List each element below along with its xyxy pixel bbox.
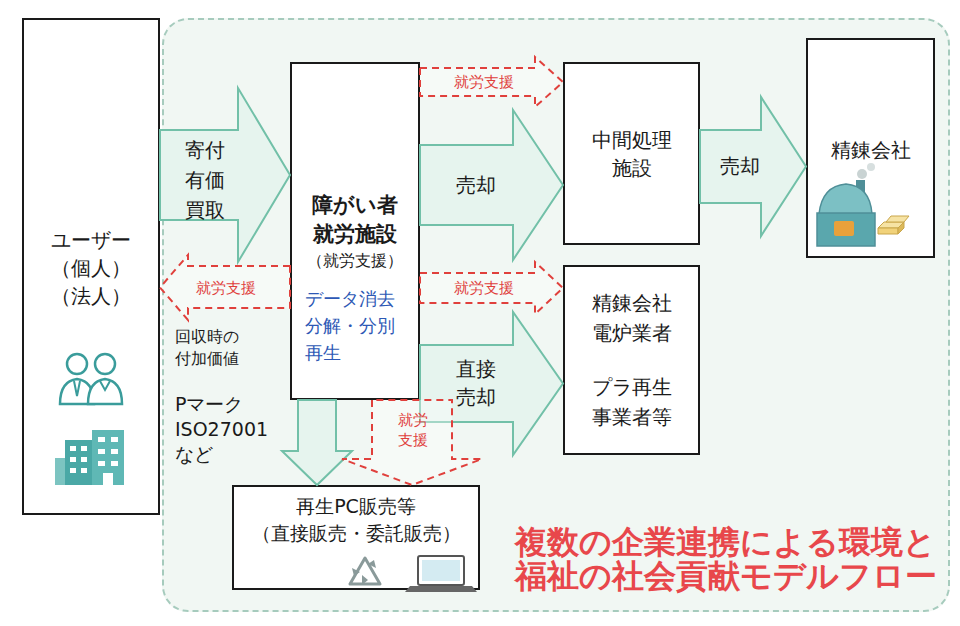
node-title: 障がい者 就労施設 [307, 191, 404, 249]
group-band: 複数の企業連携による環境と 福祉の社会貢献モデルフロー 障がい者 就労施設（就労支… [162, 18, 950, 612]
node-title: ユーザー [31, 226, 151, 254]
edge-label: 就労支援 [446, 72, 521, 92]
note-text: Pマーク ISO27001 など [175, 392, 281, 467]
process-box: 精錬会社 電炉業者プラ再生 事業者等 [563, 265, 700, 455]
edge-label: 売却 [446, 171, 506, 199]
process-box: 再生PC販売等（直接販売・委託販売） [232, 485, 480, 590]
process-box: 中間処理 施設 [563, 62, 700, 245]
edge-label: 就労 支援 [393, 410, 432, 450]
node-title: 複数の企業連携による環境と 福祉の社会貢献モデルフロー [515, 525, 947, 593]
node-text: （直接販売・委託販売） [242, 520, 470, 547]
node-title: 中間処理 施設 [586, 126, 678, 182]
node-title: 精錬会社 電炉業者 [586, 288, 678, 348]
process-box: 障がい者 就労施設（就労支援） データ消去 分解・分別 再生 [290, 62, 420, 400]
node-title: 精錬会社 [821, 136, 921, 164]
node-title: 再生PC販売等 [242, 493, 470, 520]
edge-label: 寄付 有価 買取 [179, 135, 231, 225]
node-text: （就労支援） [299, 249, 411, 273]
edge-label: 就労支援 [446, 278, 521, 298]
actor-box: ユーザー（個人） （法人） [22, 18, 160, 515]
note-text: 回収時の 付加価値 [175, 326, 249, 370]
node-text: プラ再生 事業者等 [586, 372, 678, 432]
process-box: 精錬会社 [806, 38, 935, 258]
edge-label: 直接 売却 [450, 355, 502, 411]
edge-label: 就労支援 [188, 278, 263, 298]
node-text: （個人） （法人） [41, 254, 141, 310]
node-text: データ消去 分解・分別 再生 [305, 285, 406, 366]
edge-label: 売却 [710, 152, 770, 180]
